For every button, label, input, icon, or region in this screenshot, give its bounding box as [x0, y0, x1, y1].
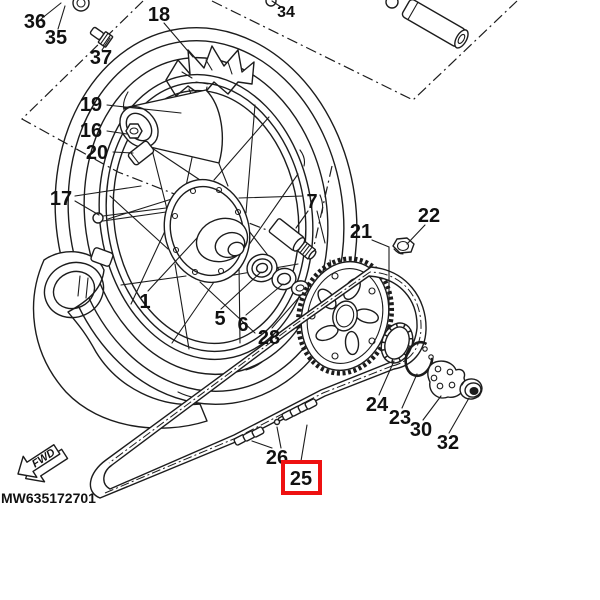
callout-35[interactable]: 35: [45, 27, 67, 49]
callout-6[interactable]: 6: [237, 314, 248, 336]
callout-23[interactable]: 23: [389, 407, 411, 429]
drive-chain: [89, 266, 427, 499]
callout-17[interactable]: 17: [50, 188, 72, 210]
callout-36[interactable]: 36: [24, 11, 46, 33]
oil-seal-6: [271, 267, 297, 291]
callout-16[interactable]: 16: [80, 120, 102, 142]
hub: [163, 178, 251, 284]
spoke-nipple: [92, 207, 167, 224]
callout-5[interactable]: 5: [214, 308, 225, 330]
tire-cutaway-section: [32, 247, 208, 429]
leader-lines: [40, 0, 470, 462]
wheel-bearing-5: [246, 253, 278, 283]
callout-21[interactable]: 21: [350, 221, 372, 243]
tire-tread-pattern: [165, 45, 255, 97]
axle-shaft: [401, 0, 469, 49]
callout-30[interactable]: 30: [410, 419, 432, 441]
callout-20[interactable]: 20: [86, 142, 108, 164]
drum-nut-and-collar: [125, 123, 155, 166]
axle-parts: [72, 0, 469, 301]
spacer-collar-7: [268, 218, 317, 260]
callout-22[interactable]: 22: [418, 205, 440, 227]
callout-25-selected[interactable]: 25: [290, 468, 312, 490]
callouts: 36 35 37 18 34 19 16 20 17 7 21 22 1 5 6…: [24, 4, 459, 495]
damper-plate-30: [427, 360, 466, 399]
callout-37[interactable]: 37: [90, 47, 112, 69]
callout-18[interactable]: 18: [148, 4, 170, 26]
fwd-direction-indicator: FWD: [17, 444, 69, 483]
callout-28[interactable]: 28: [258, 327, 280, 349]
o-ring-24: [380, 322, 414, 364]
chain-joint-links: [233, 398, 318, 446]
bolt-37: [89, 26, 114, 48]
callout-32[interactable]: 32: [437, 432, 459, 454]
selected-part-highlight: [281, 460, 322, 495]
callout-7[interactable]: 7: [306, 191, 317, 213]
callout-19[interactable]: 19: [80, 94, 102, 116]
diagram-part-number: MW635172701: [1, 490, 96, 506]
callout-1[interactable]: 1: [139, 291, 150, 313]
callout-24[interactable]: 24: [366, 394, 389, 416]
rear-sprocket: [295, 256, 395, 376]
sprocket-mount-parts: [89, 26, 483, 400]
axle-nut-32: [459, 378, 483, 400]
circlip-23: [404, 340, 439, 378]
callout-34[interactable]: 34: [277, 4, 295, 21]
